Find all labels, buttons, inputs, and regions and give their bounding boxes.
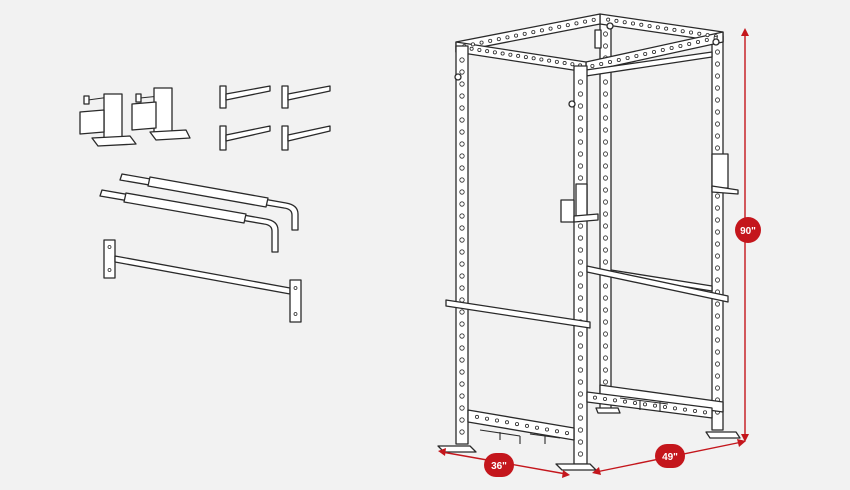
height-label-badge — [735, 217, 761, 243]
width-label: 49" — [662, 452, 678, 463]
dimension-height: 90" — [735, 28, 761, 442]
rack-back-left-upright — [599, 17, 612, 411]
dimension-depth: 36" — [438, 448, 570, 478]
rack-back-right-upright — [711, 35, 724, 431]
j-hook-icon — [79, 87, 191, 147]
rack-front-left-upright — [455, 45, 469, 445]
depth-label: 36" — [491, 461, 507, 472]
rack-front-right-upright — [573, 65, 588, 465]
height-label: 90" — [740, 226, 756, 237]
dimension-width: 49" — [592, 439, 746, 475]
width-label-badge — [655, 444, 685, 468]
pullup-bar-icon — [103, 239, 302, 323]
spotter-pin-icon — [219, 85, 331, 151]
power-rack-icon — [437, 13, 741, 471]
depth-label-badge — [484, 453, 514, 477]
safety-bar-icon — [99, 173, 299, 253]
